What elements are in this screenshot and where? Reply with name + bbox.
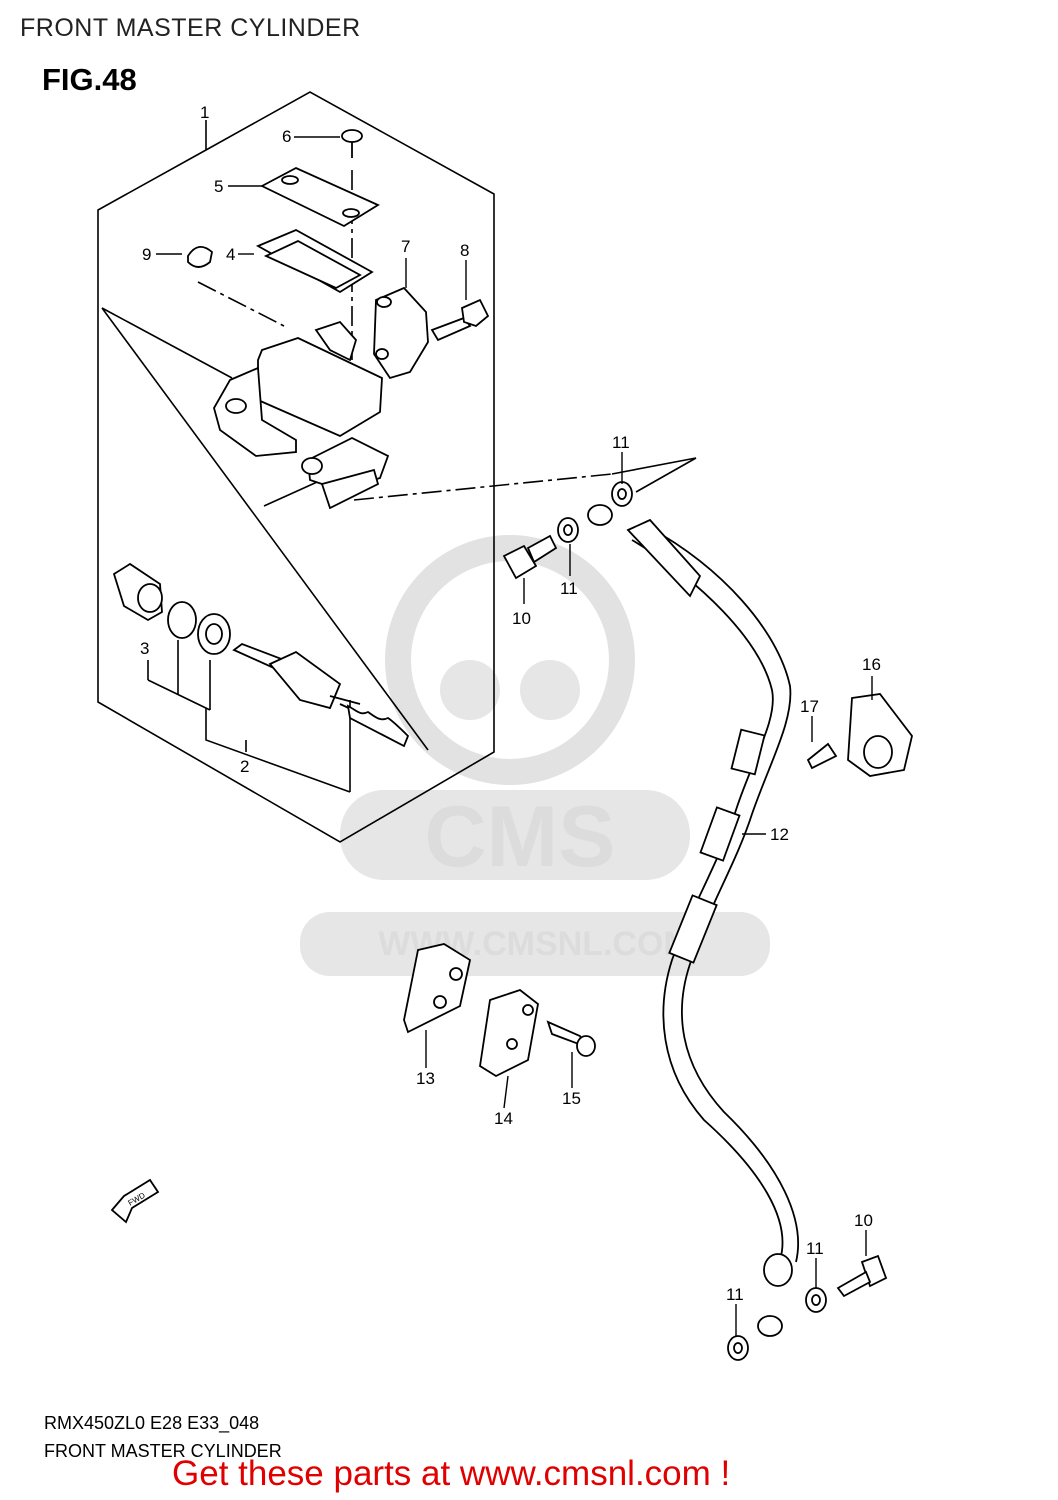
washers — [557, 481, 827, 1361]
callout-17: 17 — [800, 697, 819, 716]
watermark-brand: CMS — [424, 789, 615, 885]
callout-7: 7 — [401, 237, 410, 256]
callout-12: 12 — [770, 825, 789, 844]
brake-hose — [587, 504, 799, 1337]
callout-3: 3 — [140, 639, 149, 658]
union-bolts — [502, 534, 888, 1298]
callout-5: 5 — [214, 177, 223, 196]
callout-10-lower: 10 — [854, 1211, 873, 1230]
callout-11-b: 11 — [560, 579, 578, 598]
piston-kit — [112, 562, 410, 748]
callout-11-a: 11 — [612, 433, 630, 452]
cta-link[interactable]: Get these parts at www.cmsnl.com ! — [172, 1454, 731, 1493]
diagram-code: RMX450ZL0 E28 E33_048 — [44, 1413, 260, 1433]
fwd-arrow-icon: FWD — [110, 1178, 160, 1224]
hose-guides — [403, 693, 913, 1078]
callout-13: 13 — [416, 1069, 435, 1088]
callout-10-upper: 10 — [512, 609, 531, 628]
footer-title: FRONT MASTER CYLINDER — [44, 1441, 282, 1461]
figure-number: FIG.48 — [42, 62, 137, 97]
master-cylinder — [187, 129, 490, 510]
callout-1: 1 — [200, 103, 209, 122]
callout-15: 15 — [562, 1089, 581, 1108]
callout-11-c: 11 — [806, 1239, 824, 1258]
callout-6: 6 — [282, 127, 291, 146]
callout-16: 16 — [862, 655, 881, 674]
page-title: FRONT MASTER CYLINDER — [20, 14, 361, 42]
callout-8: 8 — [460, 241, 469, 260]
callout-leaders — [156, 136, 873, 1336]
callout-9: 9 — [142, 245, 151, 264]
callout-14: 14 — [494, 1109, 513, 1128]
callout-11-d: 11 — [726, 1285, 744, 1304]
callout-numbers: 1 2 3 4 5 6 7 8 9 10 10 11 11 11 11 11 1… — [140, 103, 881, 1304]
callout-2: 2 — [240, 757, 249, 776]
callout-4: 4 — [226, 245, 235, 264]
